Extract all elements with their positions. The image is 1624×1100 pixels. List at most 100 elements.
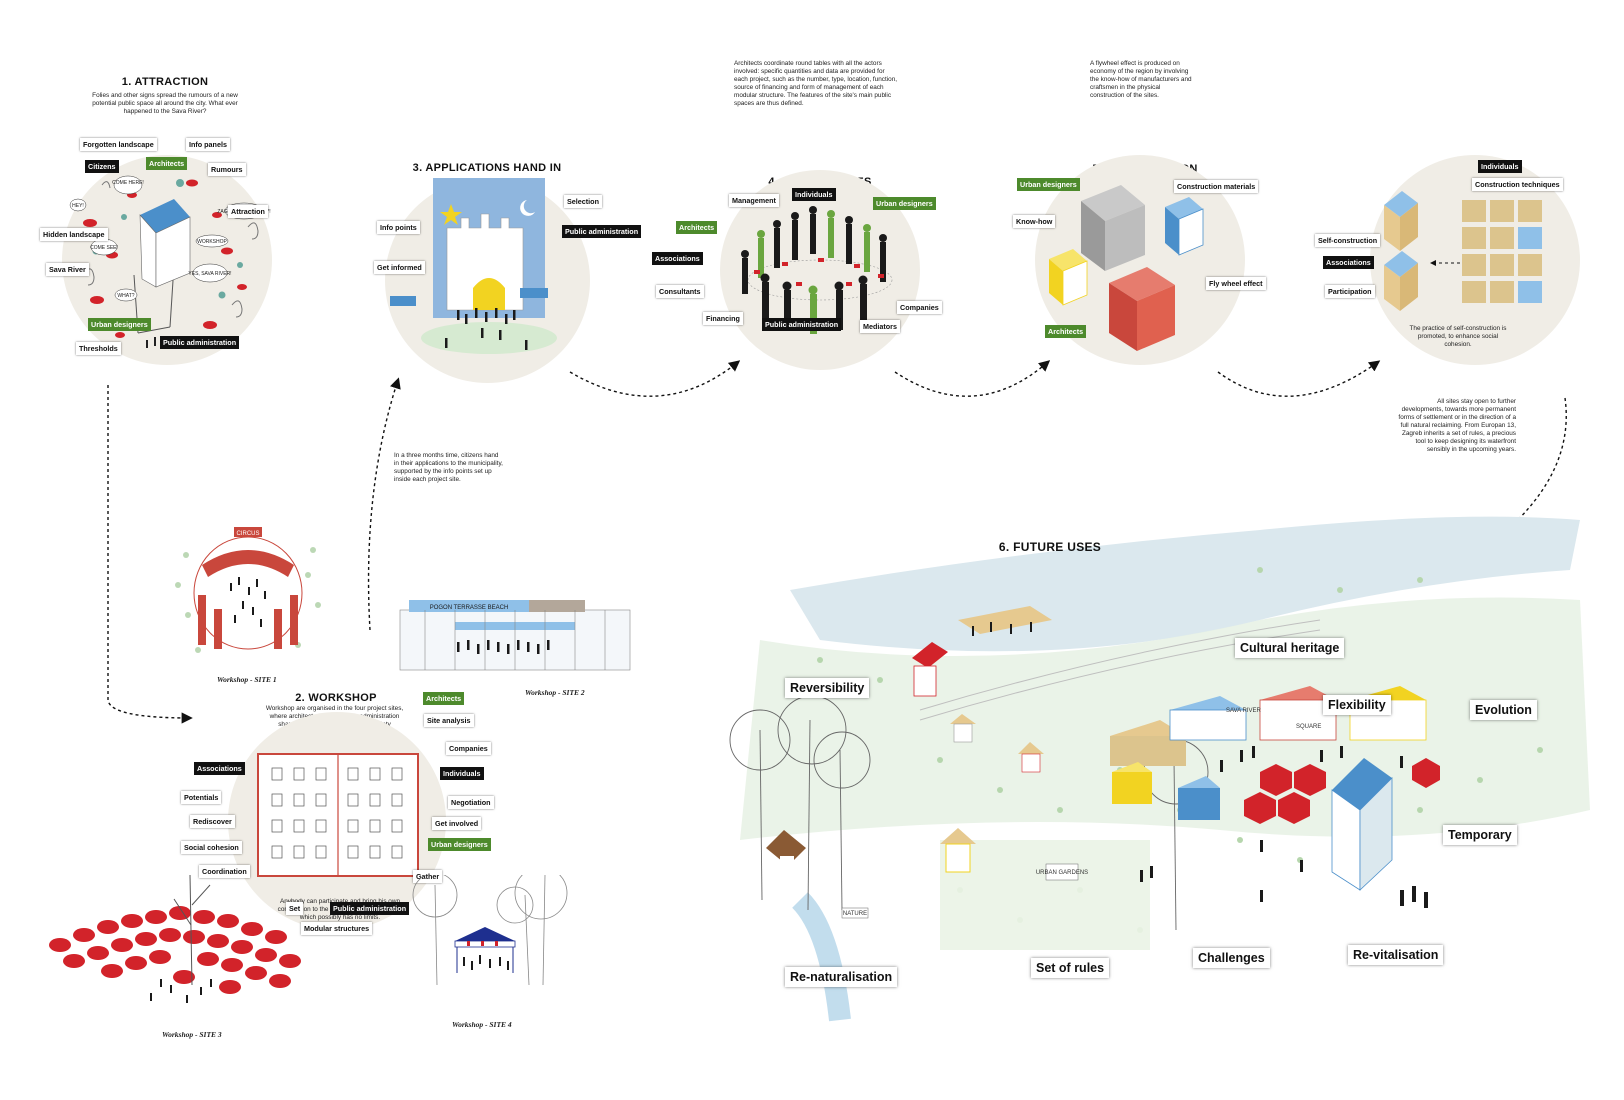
red-hex-umbrellas: [1244, 758, 1440, 824]
caption-site4: Workshop - SITE 4: [452, 1020, 512, 1029]
castle-gate: [473, 278, 505, 310]
bubble-come-see: COME SEE!: [90, 245, 118, 251]
tag-management: Management: [729, 194, 779, 207]
tag-rumours: Rumours: [208, 163, 246, 176]
round-tables-text: Architects coordinate round tables with …: [734, 60, 898, 107]
info-sign-right: [520, 288, 548, 298]
blue-tent-roof: [455, 927, 515, 941]
tag-public-administration-ws: Public administration: [330, 902, 410, 915]
tag-forgotten-landscape: Forgotten landscape: [80, 138, 157, 151]
arrow-construction-to-selfconstruction: [1217, 360, 1381, 397]
applications-title: 3. APPLICATIONS HAND IN: [412, 162, 562, 174]
blue-wood-module-bottom: [1384, 251, 1418, 311]
label-re-vitalisation: Re-vitalisation: [1348, 945, 1444, 965]
tag-associations-rt: Associations: [652, 252, 703, 265]
tag-financing: Financing: [703, 312, 743, 325]
site2-crowd: [457, 640, 550, 654]
moon-icon: [520, 200, 535, 216]
tag-get-informed: Get informed: [374, 261, 425, 274]
tag-associations-sc: Associations: [1323, 256, 1374, 269]
self-construction-note: The practice of self-construction is pro…: [1409, 325, 1507, 348]
tent-flags: [467, 941, 498, 946]
tag-social-cohesion: Social cohesion: [181, 841, 242, 854]
crowd: [445, 308, 528, 350]
brown-hut: [766, 830, 806, 870]
small-cabins: [940, 714, 1044, 873]
tag-attraction: Attraction: [228, 205, 268, 218]
round-tables-illustration: [741, 206, 893, 334]
bubble-yes-sava-river: YES, SAVA RIVER!: [188, 271, 231, 277]
tag-associations-ws: Associations: [194, 762, 245, 775]
castle-walls: [446, 213, 524, 311]
path-line: [919, 619, 1321, 711]
workshop-book-illustration: [257, 753, 419, 877]
sign-square: SQUARE: [1296, 724, 1321, 730]
landscape-signs: SAVA RIVER SQUARE URBAN GARDENS NATURE: [841, 708, 1321, 919]
attraction-title: 1. ATTRACTION: [121, 76, 209, 88]
arrow-roundtables-to-construction: [894, 360, 1051, 397]
workshop-title: 2. WORKSHOP: [295, 692, 377, 704]
tag-know-how: Know-how: [1013, 215, 1056, 228]
module-drawings: [271, 767, 403, 859]
tag-construction-techniques: Construction techniques: [1472, 178, 1563, 191]
village-people: [1140, 746, 1428, 908]
label-evolution: Evolution: [1470, 700, 1537, 720]
label-temporary: Temporary: [1443, 825, 1517, 845]
applications-text: In a three months time, citizens hand in…: [394, 452, 503, 483]
site4-trees: [412, 875, 568, 986]
info-panel-structure: [133, 199, 191, 334]
bubble-workshop: WORKSHOP: [197, 239, 227, 245]
sign-sava-river: SAVA RIVER: [1226, 708, 1261, 714]
caption-site2: Workshop - SITE 2: [525, 688, 585, 697]
tag-info-panels: Info panels: [186, 138, 230, 151]
blue-building: [1165, 197, 1204, 256]
arrow-workshop-to-applications: [367, 377, 401, 631]
panel-grid: [1462, 200, 1542, 303]
future-uses-title: 6. FUTURE USES: [998, 540, 1102, 554]
workshop-site3-illustration: [49, 875, 301, 1003]
terrace-sign-text: POGON TERRASSE BEACH: [430, 605, 509, 611]
tag-participation: Participation: [1325, 285, 1375, 298]
tag-consultants: Consultants: [656, 285, 704, 298]
tag-set: Set: [286, 902, 304, 915]
sign-nature: NATURE: [843, 911, 867, 917]
workshop-circle: [228, 712, 446, 930]
tag-potentials: Potentials: [181, 791, 222, 804]
tag-citizens: Citizens: [85, 160, 119, 173]
tag-hidden-landscape: Hidden landscape: [40, 228, 108, 241]
attraction-text: Folies and other signs spread the rumour…: [92, 92, 238, 115]
yellow-building: [1049, 249, 1088, 306]
tag-modular-structures: Modular structures: [301, 922, 373, 935]
tag-individuals-ws: Individuals: [440, 767, 484, 780]
attraction-illustration: COME HERE! HEY! COME SEE! YES, SAVA RIVE…: [69, 175, 271, 349]
workshop-site1-illustration: CIRCUS: [175, 527, 321, 653]
site3-crowd: [150, 979, 212, 1003]
tag-public-administration: Public administration: [160, 336, 240, 349]
tag-rediscover: Rediscover: [190, 815, 235, 828]
future-uses-landscape: SAVA RIVER SQUARE URBAN GARDENS NATURE: [729, 516, 1590, 1022]
tag-thresholds: Thresholds: [76, 342, 121, 355]
self-construction-illustration: [1384, 191, 1542, 311]
red-umbrellas: [49, 906, 301, 994]
tag-public-administration-apps: Public administration: [562, 225, 642, 238]
bubble-what: WHAT?: [117, 293, 134, 299]
arrow-attraction-to-workshop: [107, 385, 193, 724]
construction-text: A flywheel effect is produced on economy…: [1090, 60, 1192, 99]
tag-get-involved: Get involved: [432, 817, 482, 830]
arrow-applications-to-roundtables: [569, 360, 741, 397]
red-building: [1109, 267, 1175, 351]
workshop-site2-illustration: POGON TERRASSE BEACH: [399, 600, 631, 671]
circus-sign: [234, 527, 262, 537]
tag-sava-river: Sava River: [46, 263, 89, 276]
applications-illustration: [390, 178, 557, 354]
grey-building: [1081, 185, 1145, 271]
tag-negotiation: Negotiation: [448, 796, 494, 809]
circus-sign-text: CIRCUS: [236, 531, 259, 537]
sava-river-sign: [1331, 758, 1393, 891]
tag-fly-wheel-effect: Fly wheel effect: [1206, 277, 1266, 290]
documents: [754, 258, 884, 286]
tag-companies-ws: Companies: [446, 742, 491, 755]
tag-coordination: Coordination: [199, 865, 250, 878]
lawn-ellipse: [421, 322, 557, 354]
tag-info-points: Info points: [377, 221, 420, 234]
